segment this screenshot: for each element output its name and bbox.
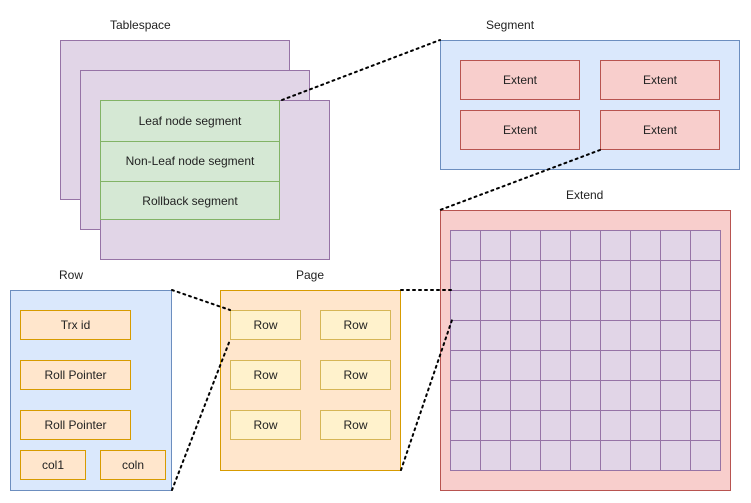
extend-grid-cell <box>540 260 571 291</box>
tablespace-to-segment-connector <box>281 39 441 101</box>
page-row: Row <box>320 310 391 340</box>
extend-grid-cell <box>600 350 631 381</box>
extend-page-grid <box>450 230 721 471</box>
extend-to-page-connector-bottom <box>400 319 453 471</box>
col1-field: col1 <box>20 450 86 480</box>
extent-box: Extent <box>460 60 580 100</box>
roll-pointer-field: Roll Pointer <box>20 410 131 440</box>
extend-grid-cell <box>570 320 601 351</box>
page-row: Row <box>230 360 301 390</box>
extend-grid-cell <box>660 260 691 291</box>
extend-grid-cell <box>630 410 661 441</box>
extend-grid-cell <box>480 440 511 471</box>
segment-title: Segment <box>486 18 535 32</box>
extend-grid-cell <box>570 440 601 471</box>
tablespace-segment-stack: Leaf node segment Non-Leaf node segment … <box>100 100 280 220</box>
extend-grid-cell <box>540 290 571 321</box>
extend-grid-cell <box>600 230 631 261</box>
roll-pointer-field: Roll Pointer <box>20 360 131 390</box>
extend-grid-cell <box>630 320 661 351</box>
page-to-row-connector-bottom <box>171 339 231 491</box>
extend-grid-cell <box>600 320 631 351</box>
extend-grid-cell <box>540 440 571 471</box>
extend-grid-cell <box>450 410 481 441</box>
coln-field: coln <box>100 450 166 480</box>
extend-grid-cell <box>510 350 541 381</box>
extend-grid-cell <box>450 440 481 471</box>
extend-grid-cell <box>510 230 541 261</box>
extend-grid-cell <box>660 440 691 471</box>
extend-grid-cell <box>570 410 601 441</box>
extent-box: Extent <box>600 60 720 100</box>
page-row: Row <box>320 360 391 390</box>
extend-grid-cell <box>600 410 631 441</box>
page-title: Page <box>296 268 325 282</box>
non-leaf-node-segment: Non-Leaf node segment <box>101 141 279 182</box>
trx-id-field: Trx id <box>20 310 131 340</box>
extent-box: Extent <box>600 110 720 150</box>
extend-grid-cell <box>690 380 721 411</box>
extend-grid-cell <box>480 380 511 411</box>
extend-grid-cell <box>690 410 721 441</box>
rollback-segment: Rollback segment <box>142 194 238 208</box>
extend-grid-cell <box>690 230 721 261</box>
extend-grid-cell <box>570 380 601 411</box>
extend-grid-cell <box>570 230 601 261</box>
extend-grid-cell <box>630 230 661 261</box>
extend-grid-cell <box>690 440 721 471</box>
extend-grid-cell <box>660 320 691 351</box>
extend-grid-cell <box>690 350 721 381</box>
extend-grid-cell <box>660 380 691 411</box>
tablespace-title: Tablespace <box>110 18 171 32</box>
extend-grid-cell <box>570 290 601 321</box>
page-row: Row <box>230 310 301 340</box>
extent-box: Extent <box>460 110 580 150</box>
extend-grid-cell <box>450 350 481 381</box>
extend-grid-cell <box>540 320 571 351</box>
extend-grid-cell <box>450 320 481 351</box>
extend-grid-cell <box>630 380 661 411</box>
extend-title: Extend <box>566 188 604 202</box>
extend-grid-cell <box>660 410 691 441</box>
extend-grid-cell <box>540 410 571 441</box>
extend-grid-cell <box>660 230 691 261</box>
extend-grid-cell <box>570 350 601 381</box>
leaf-node-segment: Leaf node segment <box>101 101 279 142</box>
extend-grid-cell <box>480 230 511 261</box>
row-title: Row <box>59 268 84 282</box>
extend-grid-cell <box>690 320 721 351</box>
extend-grid-svg <box>450 230 721 471</box>
extend-grid-cell <box>600 260 631 291</box>
extent-to-extend-connector <box>439 149 601 211</box>
extend-grid-cell <box>540 350 571 381</box>
page-to-row-connector-top <box>171 289 231 311</box>
page-row: Row <box>320 410 391 440</box>
page-row: Row <box>230 410 301 440</box>
